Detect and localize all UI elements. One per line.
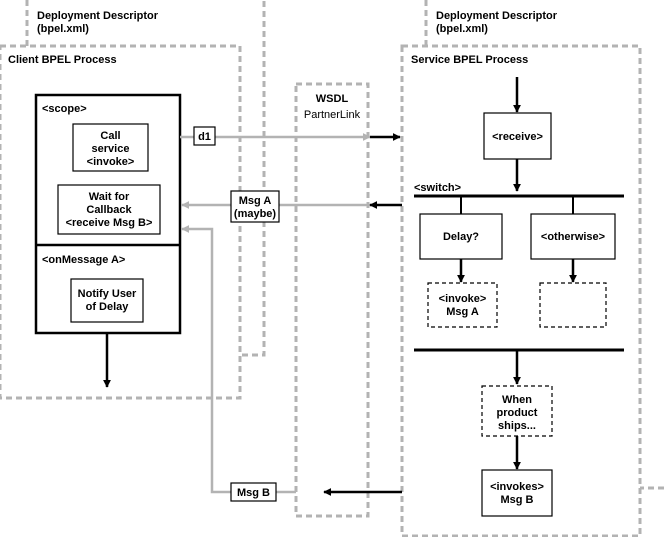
call-service-line2: service — [92, 143, 130, 155]
notify-user-box — [70, 278, 144, 323]
wsdl-subtitle: PartnerLink — [304, 109, 361, 121]
call-service-line3: <invoke> — [87, 156, 135, 168]
when-ships-line2: product — [497, 407, 538, 419]
empty-otherwise-activity — [539, 282, 607, 328]
on-message-label: <onMessage A> — [42, 254, 125, 266]
receive-box — [483, 112, 552, 160]
msg-a-label-box — [230, 190, 280, 223]
client-process-title: Client BPEL Process — [8, 54, 117, 66]
msg-b-label: Msg B — [237, 487, 270, 499]
invokes-msg-b-line2: Msg B — [501, 494, 534, 506]
when-ships-box — [481, 385, 553, 437]
service-process-title: Service BPEL Process — [411, 54, 528, 66]
otherwise-box — [530, 213, 616, 260]
wait-callback-box — [57, 184, 161, 235]
msg-a-label-line2: (maybe) — [234, 208, 277, 220]
scope-label: <scope> — [42, 103, 87, 115]
invokes-msg-b-line1: <invokes> — [490, 481, 544, 493]
receive-label: <receive> — [492, 131, 543, 143]
switch-label: <switch> — [414, 182, 461, 194]
invoke-msg-a-line2: Msg A — [446, 306, 479, 318]
d1-label-box — [193, 126, 216, 146]
when-ships-line3: ships... — [498, 420, 536, 432]
when-ships-line1: When — [502, 394, 532, 406]
wait-callback-line1: Wait for — [89, 191, 130, 203]
otherwise-label: <otherwise> — [541, 231, 605, 243]
wsdl-partnerlink-frame — [294, 82, 370, 518]
wait-callback-line3: <receive Msg B> — [66, 217, 153, 229]
invoke-msg-a-line1: <invoke> — [439, 293, 487, 305]
invoke-msg-a-box — [427, 282, 498, 328]
msg-a-label-line1: Msg A — [239, 195, 272, 207]
right-descriptor-title: Deployment Descriptor — [436, 10, 558, 22]
call-service-box — [72, 123, 149, 172]
call-service-line1: Call — [100, 130, 120, 142]
right-descriptor-subtitle: (bpel.xml) — [436, 23, 488, 35]
d1-label: d1 — [198, 131, 211, 143]
notify-user-line2: of Delay — [86, 301, 130, 313]
wsdl-title: WSDL — [316, 93, 349, 105]
invokes-msg-b-box — [481, 469, 553, 517]
wait-callback-line2: Callback — [86, 204, 132, 216]
left-descriptor-title: Deployment Descriptor — [37, 10, 159, 22]
left-descriptor-subtitle: (bpel.xml) — [37, 23, 89, 35]
delay-label: Delay? — [443, 231, 479, 243]
notify-user-line1: Notify User — [78, 288, 137, 300]
msg-b-label-box — [230, 482, 277, 502]
